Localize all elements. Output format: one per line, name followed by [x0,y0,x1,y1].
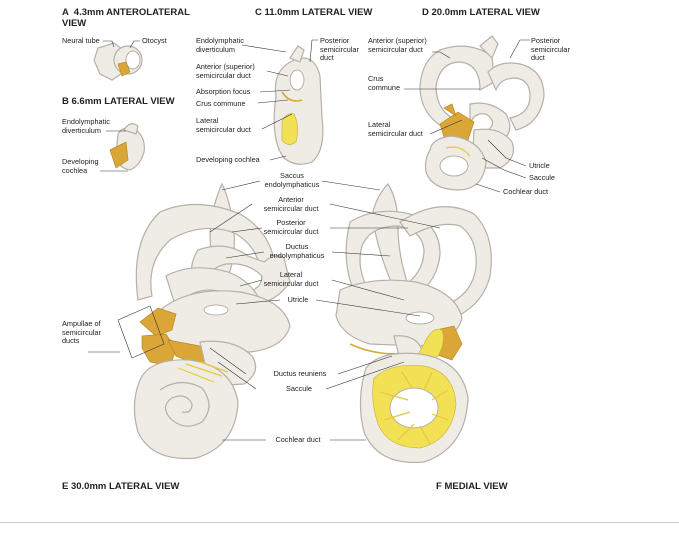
label-c-lateral-duct: Lateral semicircular duct [196,116,251,134]
panel-b-drawing [109,123,145,171]
panel-e-drawing [133,182,291,460]
panel-d-leaders [404,39,530,193]
label-c-crus-commune: Crus commune [196,99,246,108]
heading-e: E 30.0mm LATERAL VIEW [62,481,180,492]
heading-d: D 20.0mm LATERAL VIEW [422,7,540,18]
label-ductus-endolymphaticus: Ductus endolymphaticus [269,242,325,260]
label-cochlear-duct: Cochlear duct [275,435,321,444]
label-d-posterior-duct: Posterior semicircular duct [531,36,570,63]
label-c-absorption-focus: Absorption focus [196,87,251,96]
heading-f: F MEDIAL VIEW [436,481,508,492]
label-lateral-duct: Lateral semicircular duct [263,270,319,288]
label-c-posterior-duct: Posterior semicircular duct [320,36,359,63]
panel-c-leaders [241,39,318,161]
heading-b: B 6.6mm LATERAL VIEW [62,96,175,107]
label-a-neural-tube: Neural tube [62,36,100,45]
bottom-divider [0,522,679,523]
label-d-saccule: Saccule [529,173,555,182]
label-d-anterior-duct: Anterior (superior) semicircular duct [368,36,427,54]
label-b-endolymphatic-diverticulum: Endolymphatic diverticulum [62,117,110,135]
label-c-developing-cochlea: Developing cochlea [196,155,260,164]
label-ampullae: Ampullae of semicircular ducts [62,319,101,346]
panel-a-leaders [103,40,140,49]
label-d-lateral-duct: Lateral semicircular duct [368,120,423,138]
label-b-developing-cochlea: Developing cochlea [62,157,99,175]
panel-c-drawing [273,45,324,165]
heading-c: C 11.0mm LATERAL VIEW [255,7,373,18]
label-anterior-duct: Anterior semicircular duct [263,195,319,213]
label-saccule: Saccule [286,384,312,393]
label-c-anterior-duct: Anterior (superior) semicircular duct [196,62,255,80]
label-a-otocyst: Otocyst [142,36,167,45]
label-d-crus-commune: Crus commune [368,74,401,92]
label-c-endolymphatic-diverticulum: Endolymphatic diverticulum [196,36,244,54]
label-posterior-duct: Posterior semicircular duct [263,218,319,236]
panel-e-ampullae-box [88,305,165,359]
label-d-utricle: Utricle [529,161,550,170]
heading-a: A 4.3mm ANTEROLATERAL VIEW [62,7,190,29]
label-utricle: Utricle [287,295,309,304]
label-d-cochlear-duct: Cochlear duct [503,187,549,196]
panel-a-otocyst-drawing [93,42,143,81]
panel-d-drawing [419,35,545,191]
label-ductus-reuniens: Ductus reuniens [273,369,327,378]
label-saccus-endolymphaticus: Saccus endolymphaticus [264,171,320,189]
center-leaders [209,180,441,441]
panel-b-leaders [100,130,128,172]
panel-f-drawing [335,183,492,464]
